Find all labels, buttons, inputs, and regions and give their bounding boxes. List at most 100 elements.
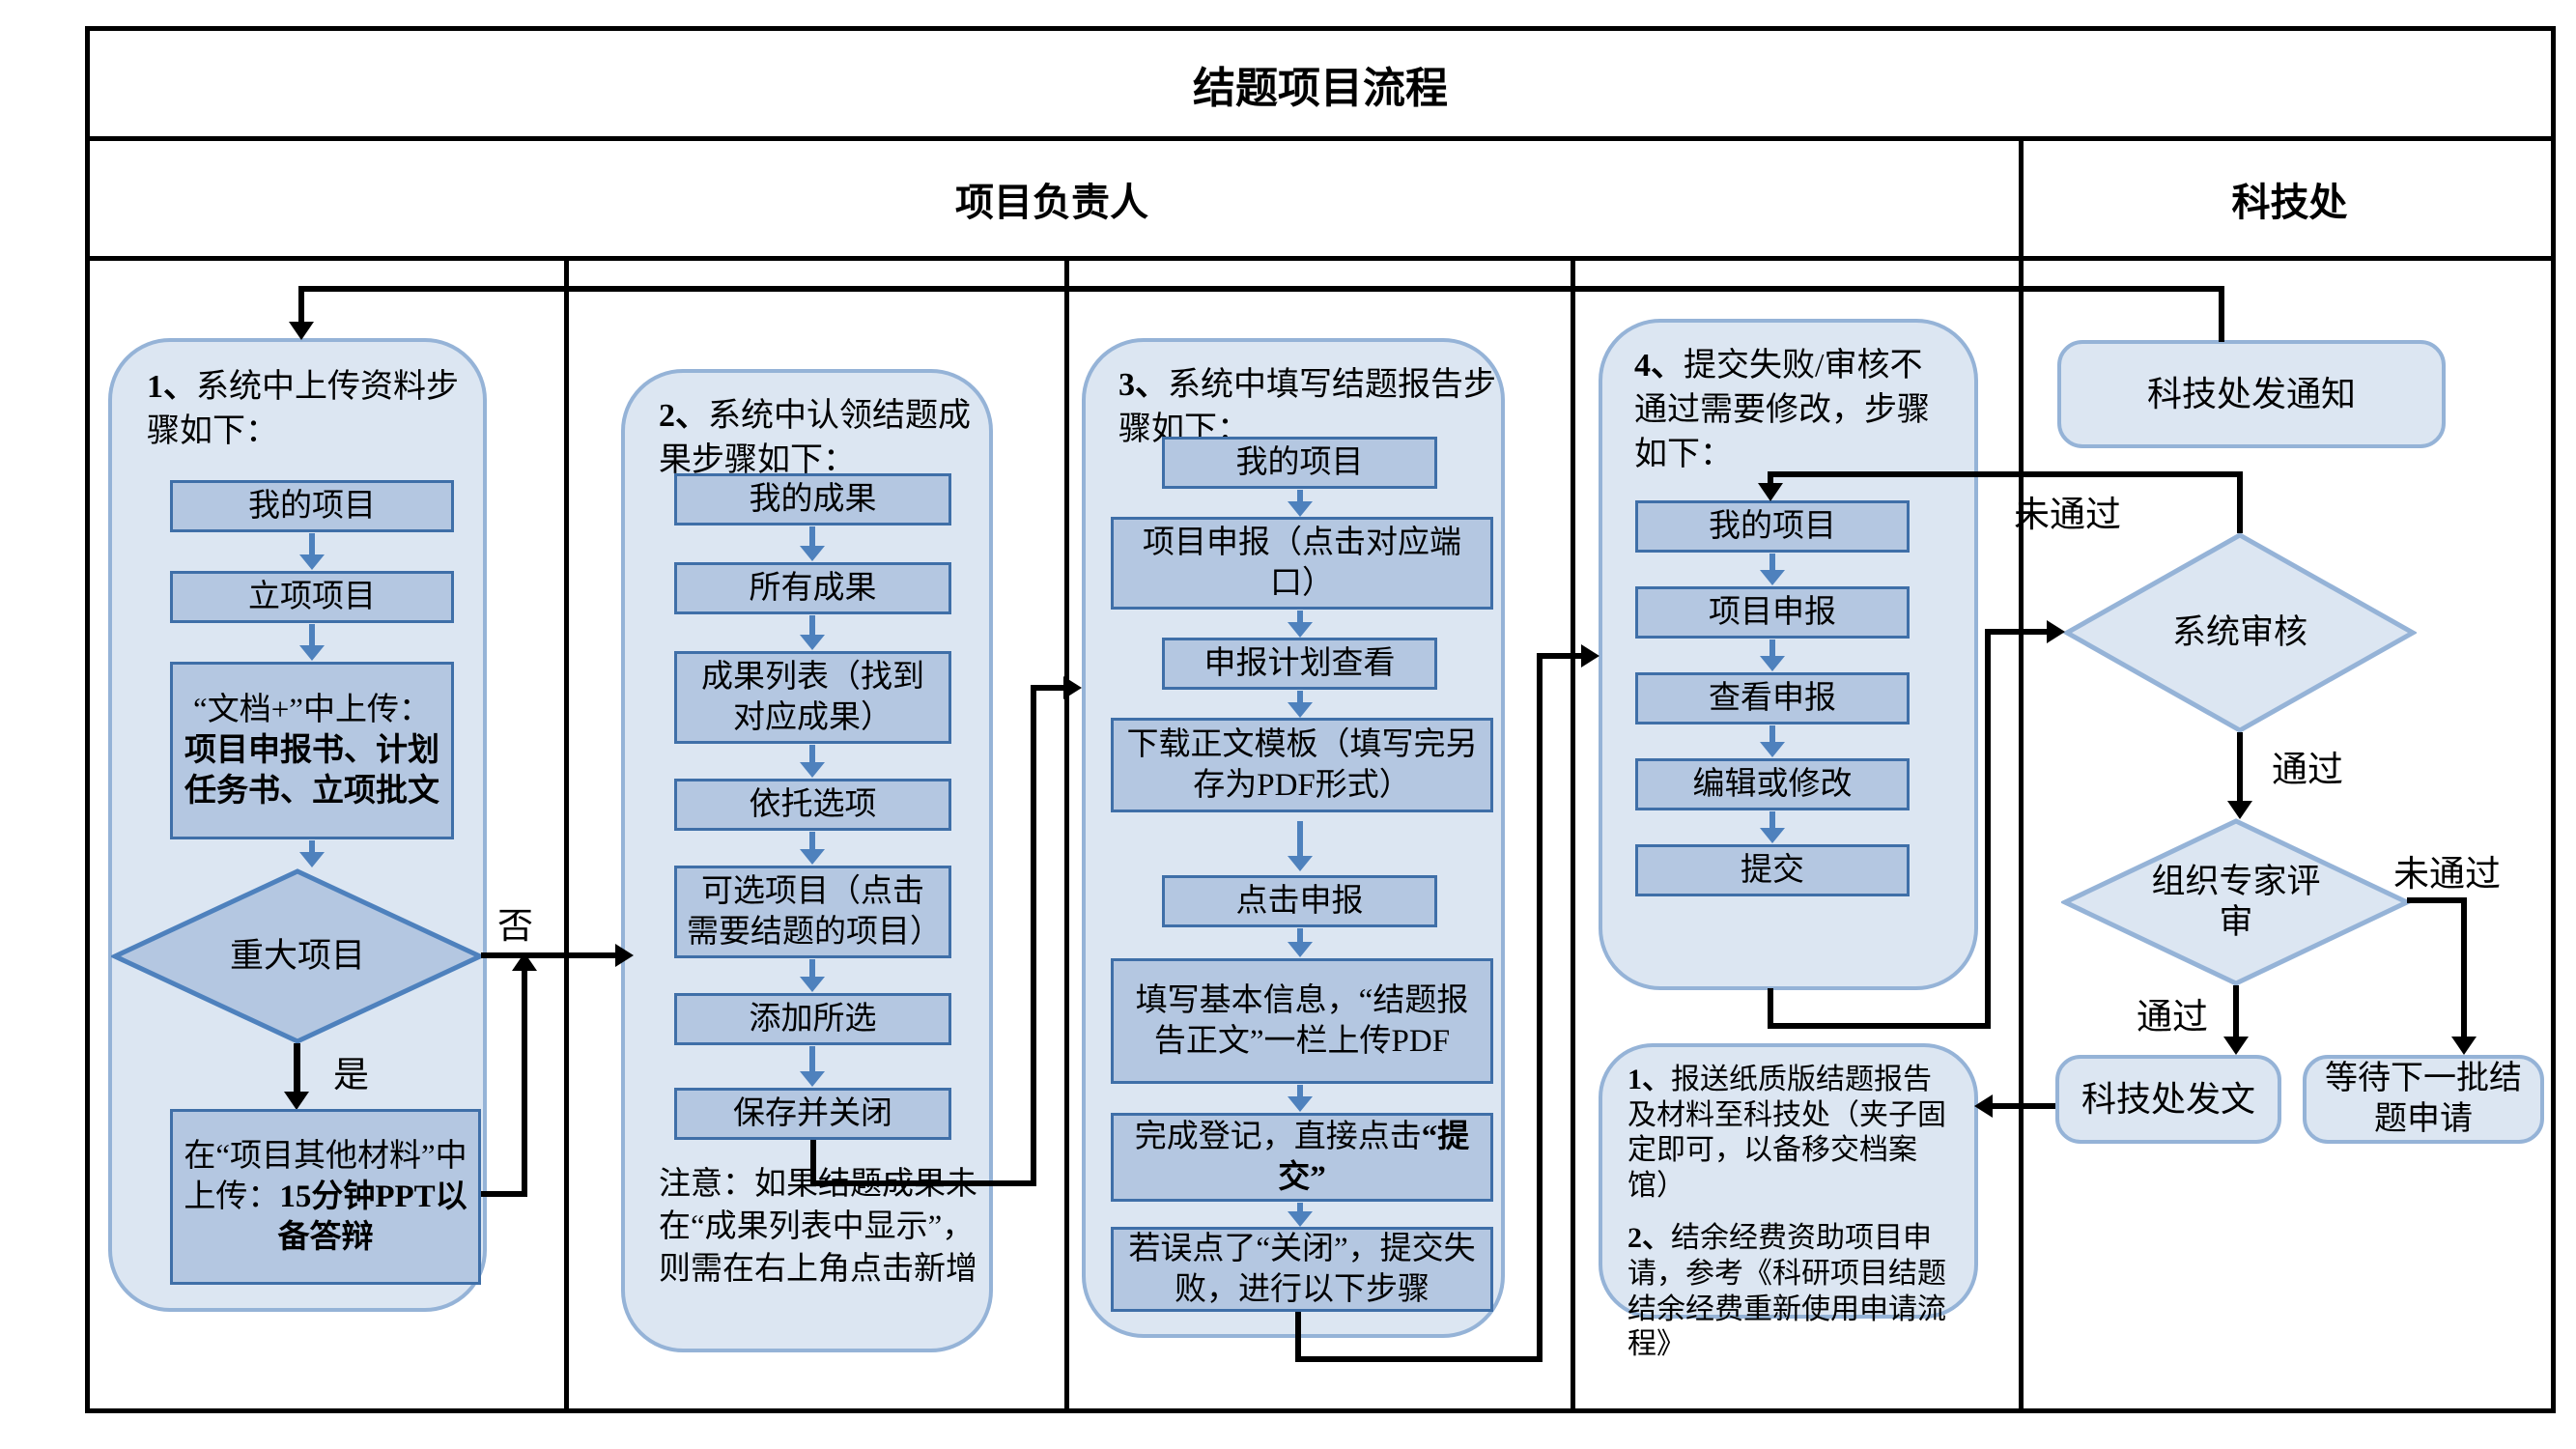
- step-box: 点击申报: [1162, 875, 1437, 927]
- down-arrow-icon: [799, 832, 826, 865]
- connector-line: [2233, 985, 2239, 1039]
- header-row-divider: [85, 256, 2556, 261]
- arrowhead-right: [615, 944, 634, 967]
- connector-line: [1031, 685, 1066, 691]
- step-box: 完成登记，直接点击“提交”: [1111, 1113, 1493, 1202]
- edge-label-exp-pass: 通过: [2137, 998, 2208, 1037]
- down-arrow-icon: [1759, 639, 1786, 671]
- connector-line: [2237, 471, 2243, 533]
- down-arrow-icon: [799, 526, 826, 561]
- down-arrow-icon: [1759, 811, 1786, 843]
- lane-header-project-leader: 项目负责人: [955, 180, 1148, 224]
- connector-line: [481, 1191, 527, 1197]
- down-arrow-icon: [1287, 490, 1314, 517]
- arrowhead-down: [2451, 1037, 2477, 1055]
- decision-label: 重大项目: [229, 937, 365, 975]
- edge-label-sys-fail: 未通过: [2014, 496, 2121, 535]
- office-notify-box: 科技处发通知: [2057, 340, 2446, 448]
- step-box: 我的成果: [674, 473, 951, 526]
- step-box: 成果列表（找到对应成果）: [674, 651, 951, 744]
- step-box: 保存并关闭: [674, 1088, 951, 1140]
- decision-label: 系统审核: [2171, 613, 2307, 651]
- step-box: 添加所选: [674, 993, 951, 1045]
- step-box: 立项项目: [170, 571, 454, 623]
- connector-line: [810, 1180, 1036, 1186]
- decision-label: 组织专家评审: [2151, 863, 2321, 941]
- connector-line: [2237, 732, 2243, 804]
- down-arrow-icon: [1287, 1085, 1314, 1112]
- connector-line: [1031, 685, 1036, 1186]
- office-wait-box: 等待下一批结题申请: [2303, 1055, 2544, 1144]
- page-title: 结题项目流程: [1193, 64, 1448, 112]
- down-arrow-icon: [1287, 821, 1314, 871]
- down-arrow-icon: [799, 615, 826, 650]
- arrowhead-right: [1063, 676, 1082, 699]
- group-2-number: 2、: [659, 398, 708, 434]
- connector-line: [2407, 897, 2467, 903]
- down-arrow-icon: [298, 533, 326, 570]
- decision-diamond-expert-review: 组织专家评审: [2061, 817, 2411, 987]
- step-box: 提交: [1635, 844, 1910, 896]
- arrowhead-down: [2227, 801, 2252, 819]
- step-box: “文档+”中上传：项目申报书、计划任务书、立项批文: [170, 662, 454, 839]
- group-2-heading: 2、系统中认领结题成果步骤如下：: [659, 398, 971, 479]
- down-arrow-icon: [298, 840, 326, 867]
- step-box: 我的项目: [1162, 437, 1437, 489]
- edge-label-exp-fail: 未通过: [2393, 855, 2501, 895]
- arrowhead-right: [2047, 620, 2065, 643]
- step-box: 下载正文模板（填写完另存为PDF形式）: [1111, 718, 1493, 812]
- lane-header-sci-tech-office: 科技处: [2231, 180, 2348, 224]
- step-box: 项目申报（点击对应端口）: [1111, 517, 1493, 610]
- step-box: 所有成果: [674, 562, 951, 614]
- step-box: 申报计划查看: [1162, 638, 1437, 690]
- group-3-number: 3、: [1118, 367, 1168, 403]
- connector-line: [298, 286, 304, 325]
- connector-line: [810, 1140, 816, 1186]
- step-box: 我的项目: [170, 480, 454, 532]
- step-box: 我的项目: [1635, 500, 1910, 553]
- connector-line: [294, 1043, 300, 1094]
- arrowhead-down: [284, 1092, 309, 1110]
- connector-line: [522, 970, 527, 1197]
- down-arrow-icon: [1287, 1203, 1314, 1227]
- step-box: 查看申报: [1635, 672, 1910, 724]
- group-4-heading: 4、提交失败/审核不通过需要修改，步骤如下：: [1634, 348, 1930, 473]
- connector-line: [1768, 1023, 1991, 1029]
- arrowhead-up: [512, 952, 537, 971]
- column-divider: [1064, 256, 1069, 1413]
- column-divider: [1571, 256, 1575, 1413]
- connector-line: [481, 952, 618, 958]
- paper-submission-note: 1、报送纸质版结题报告及材料至科技处（夹子固定即可，以备移交档案馆） 2、结余经…: [1599, 1043, 1978, 1360]
- down-arrow-icon: [799, 1046, 826, 1087]
- down-arrow-icon: [799, 959, 826, 992]
- group-4-number: 4、: [1634, 348, 1684, 384]
- group-2-container: [621, 369, 993, 1352]
- down-arrow-icon: [1759, 554, 1786, 585]
- lane-divider: [2019, 136, 2024, 1413]
- decision-diamond-system-review: 系统审核: [2063, 531, 2417, 734]
- group-1-heading: 1、系统中上传资料步骤如下：: [147, 369, 459, 450]
- arrowhead-down: [2223, 1037, 2249, 1055]
- down-arrow-icon: [799, 745, 826, 778]
- connector-line: [1768, 471, 1773, 487]
- step-box: 若误点了“关闭”，提交失败，进行以下步骤: [1111, 1227, 1493, 1312]
- connector-line: [1985, 629, 1991, 1029]
- column-divider: [564, 256, 569, 1413]
- edge-label-yes: 是: [333, 1056, 369, 1095]
- down-arrow-icon: [1759, 725, 1786, 757]
- arrowhead-right: [1581, 644, 1599, 668]
- connector-line: [2219, 286, 2224, 342]
- step-box: 项目申报: [1635, 586, 1910, 639]
- connector-line: [1295, 1356, 1543, 1362]
- connector-line: [2461, 897, 2467, 1039]
- step-box: 填写基本信息，“结题报告正文”一栏上传PDF: [1111, 958, 1493, 1084]
- down-arrow-icon: [1287, 611, 1314, 638]
- group-1-number: 1、: [147, 369, 196, 405]
- down-arrow-icon: [298, 624, 326, 661]
- down-arrow-icon: [1287, 691, 1314, 718]
- connector-line: [1768, 988, 1773, 1029]
- office-issue-box: 科技处发文: [2055, 1055, 2281, 1144]
- edge-label-sys-pass: 通过: [2272, 751, 2343, 790]
- step-box: 在“项目其他材料”中上传：15分钟PPT以备答辩: [170, 1109, 481, 1285]
